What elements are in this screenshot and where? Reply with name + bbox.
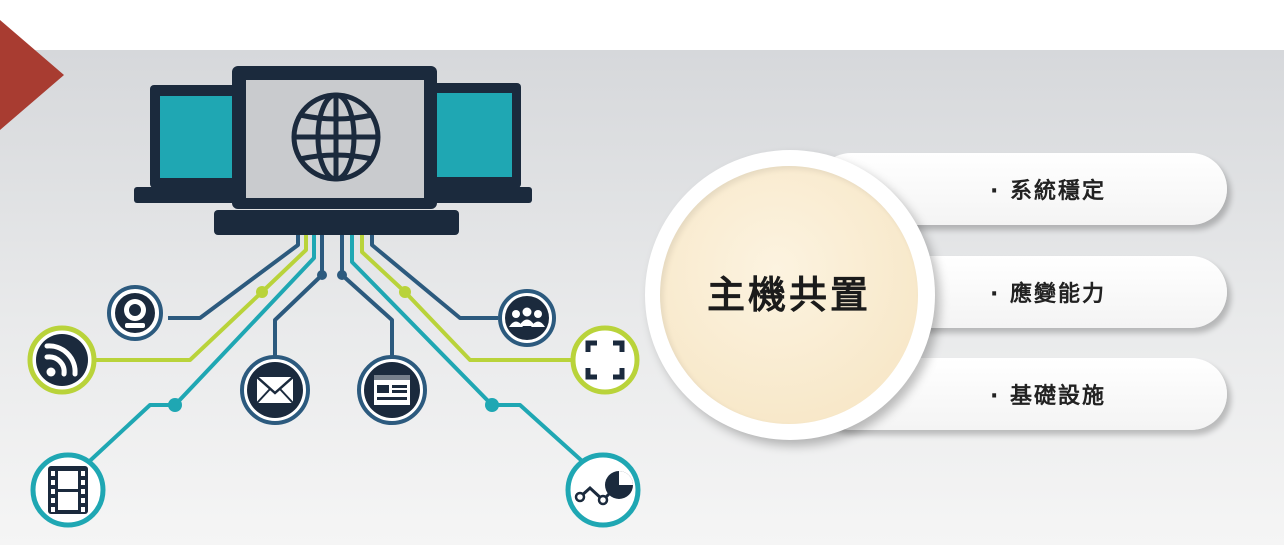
feature-label-stability: · 系統穩定 (990, 179, 1107, 204)
center-title: 主機共置 (706, 273, 871, 317)
browser-icon (357, 355, 427, 425)
feature-label-infrastructure: · 基礎設施 (990, 384, 1107, 409)
corner-arrow (0, 20, 64, 130)
users-icon (498, 289, 556, 347)
analytics-icon (565, 452, 641, 528)
rss-icon (27, 325, 97, 395)
connector-film (78, 228, 316, 472)
network-illustration (27, 66, 641, 528)
center-circle (660, 166, 918, 424)
film-icon (30, 452, 106, 528)
connector-webcam (168, 228, 300, 320)
webcam-icon (107, 285, 163, 341)
connector-analytics (350, 228, 594, 472)
globe-icon (291, 92, 381, 182)
envelope-icon (240, 355, 310, 425)
connector-users (370, 228, 498, 320)
connector-browser (340, 228, 394, 360)
fullscreen-icon (570, 325, 640, 395)
connector-mail (273, 228, 324, 360)
feature-label-resilience: · 應變能力 (990, 282, 1107, 307)
